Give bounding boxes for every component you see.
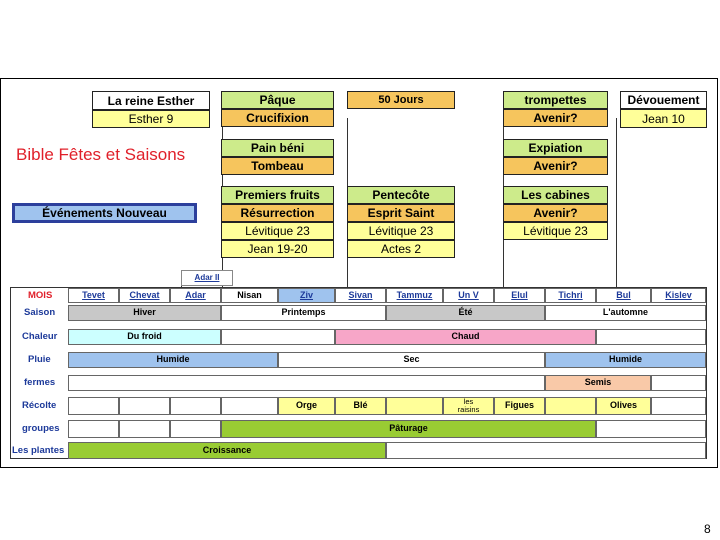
- month-label: Chevat: [129, 289, 160, 300]
- month-adar: Adar: [170, 288, 221, 303]
- month-sivan: Sivan: [335, 288, 386, 303]
- harvest-empty: [651, 397, 706, 415]
- month-tichri: Tichri: [545, 288, 596, 303]
- plants-croissance: Croissance: [68, 442, 386, 459]
- adar2-label: Adar II: [181, 270, 233, 286]
- farm-empty: [651, 375, 706, 391]
- rain-humide-1: Humide: [68, 352, 278, 368]
- month-label: Sivan: [348, 289, 373, 300]
- feast-expiation-name: Expiation: [503, 139, 608, 157]
- month-unv: Un V: [443, 288, 494, 303]
- row-label-fermes: fermes: [24, 376, 56, 388]
- row-label-groupes: groupes: [22, 422, 60, 434]
- month-tammuz: Tammuz: [386, 288, 443, 303]
- month-nisan: Nisan: [221, 288, 278, 303]
- row-label-recolte: Récolte: [22, 399, 57, 411]
- feast-pain-name: Pain béni: [221, 139, 334, 157]
- row-label-mois: MOIS: [28, 290, 53, 301]
- herd-empty: [68, 420, 119, 438]
- feast-cabines-name: Les cabines: [503, 186, 608, 204]
- farm-semis: Semis: [545, 375, 651, 391]
- feast-pentecote-event: Esprit Saint: [347, 204, 455, 222]
- plants-empty: [386, 442, 706, 459]
- feast-pain-event: Tombeau: [221, 157, 334, 175]
- herd-empty: [119, 420, 170, 438]
- feast-premiers-event: Résurrection: [221, 204, 334, 222]
- harvest-olives: Olives: [596, 397, 651, 415]
- connector-line: [616, 118, 617, 293]
- harvest-orge: Orge: [278, 397, 335, 415]
- feast-paque-event: Crucifixion: [221, 109, 334, 127]
- heat-chaud: Chaud: [335, 329, 596, 345]
- month-ziv: Ziv: [278, 288, 335, 303]
- harvest-ble: Blé: [335, 397, 386, 415]
- month-label: Tichri: [558, 289, 583, 300]
- page-number: 8: [704, 522, 711, 536]
- season-ete: Été: [386, 305, 545, 321]
- feast-premiers-ref: Lévitique 23: [221, 222, 334, 240]
- month-label: Ziv: [299, 289, 313, 300]
- feast-esther-name: La reine Esther: [92, 91, 210, 110]
- feast-trompettes-event: Avenir?: [503, 109, 608, 127]
- feast-cabines-ref: Lévitique 23: [503, 222, 608, 240]
- feast-devouement-name: Dévouement: [620, 91, 707, 109]
- adar2-text: Adar II: [194, 272, 220, 282]
- content-frame: [0, 78, 718, 468]
- row-label-chaleur: Chaleur: [22, 330, 58, 342]
- feast-cabines-event: Avenir?: [503, 204, 608, 222]
- feast-paque-name: Pâque: [221, 91, 334, 109]
- month-tevet: Tevet: [68, 288, 119, 303]
- feast-pentecote-ref: Lévitique 23: [347, 222, 455, 240]
- month-label: Tevet: [82, 289, 105, 300]
- feast-trompettes-name: trompettes: [503, 91, 608, 109]
- feast-expiation-event: Avenir?: [503, 157, 608, 175]
- harvest-empty: [221, 397, 278, 415]
- herd-empty: [596, 420, 706, 438]
- season-hiver: Hiver: [68, 305, 221, 321]
- month-bul: Bul: [596, 288, 651, 303]
- heat-froid: Du froid: [68, 329, 221, 345]
- heat-empty: [596, 329, 706, 345]
- month-label: Elul: [511, 289, 528, 300]
- feast-premiers-ref2: Jean 19-20: [221, 240, 334, 258]
- page-title: Bible Fêtes et Saisons: [16, 145, 186, 164]
- row-label-pluie: Pluie: [28, 353, 51, 365]
- feast-devouement-ref: Jean 10: [620, 109, 707, 128]
- feast-50-jours: 50 Jours: [347, 91, 455, 109]
- heat-empty: [221, 329, 335, 345]
- harvest-figues: Figues: [494, 397, 545, 415]
- feast-pentecote-name: Pentecôte: [347, 186, 455, 204]
- farm-empty: [68, 375, 545, 391]
- rain-humide-2: Humide: [545, 352, 706, 368]
- month-label: Adar: [185, 289, 206, 300]
- month-elul: Elul: [494, 288, 545, 303]
- month-kislev: Kislev: [651, 288, 706, 303]
- harvest-empty: [119, 397, 170, 415]
- herd-empty: [170, 420, 221, 438]
- harvest-empty: [545, 397, 596, 415]
- season-printemps: Printemps: [221, 305, 386, 321]
- month-label: Tammuz: [396, 289, 433, 300]
- month-label: Bul: [616, 289, 631, 300]
- rain-sec: Sec: [278, 352, 545, 368]
- harvest-empty: [170, 397, 221, 415]
- month-label: Nisan: [237, 289, 262, 300]
- row-label-saison: Saison: [24, 306, 56, 318]
- harvest-raisins: les raisins: [443, 397, 494, 415]
- harvest-empty: [386, 397, 443, 415]
- month-chevat: Chevat: [119, 288, 170, 303]
- legend-label: Événements Nouveau: [42, 206, 167, 220]
- month-label: Kislev: [665, 289, 692, 300]
- row-label-plantes: Les plantes: [12, 444, 65, 456]
- feast-pentecote-ref2: Actes 2: [347, 240, 455, 258]
- season-automne: L'automne: [545, 305, 706, 321]
- legend-event-new: Événements Nouveau: [12, 203, 197, 223]
- month-label: Un V: [458, 289, 479, 300]
- herd-paturage: Pâturage: [221, 420, 596, 438]
- feast-premiers-name: Premiers fruits: [221, 186, 334, 204]
- feast-esther-ref: Esther 9: [92, 110, 210, 128]
- harvest-empty: [68, 397, 119, 415]
